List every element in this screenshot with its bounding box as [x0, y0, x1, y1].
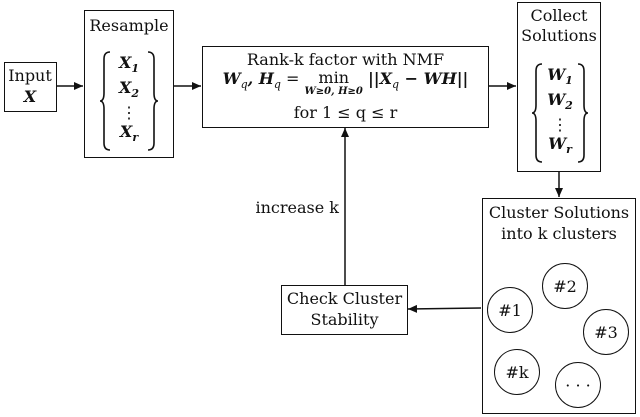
collect-box: Collect Solutions W1 W2 ⋮ Wr — [517, 2, 601, 172]
cluster-circle-k: #k — [494, 349, 540, 395]
nmf-constraint: W≥0, H≥0 — [304, 86, 363, 97]
input-box: Input X — [4, 62, 57, 112]
resample-box: Resample X1 X2 ⋮ Xr — [84, 10, 174, 158]
input-symbol: X — [23, 87, 37, 106]
resample-title: Resample — [89, 16, 169, 35]
collect-right-brace — [577, 63, 589, 163]
collect-item-dots: ⋮ — [552, 115, 568, 135]
collect-item-r: Wr — [548, 134, 572, 157]
nmf-equation: Wq, Hq = min W≥0, H≥0 ||Xq − WH|| — [222, 68, 469, 97]
resample-item-1: X1 — [118, 53, 140, 76]
collect-left-brace — [531, 63, 543, 163]
collect-vector: W1 W2 ⋮ Wr — [543, 65, 577, 160]
nmf-box: Rank-k factor with NMF Wq, Hq = min W≥0,… — [202, 46, 489, 128]
check-stability-box: Check Cluster Stability — [281, 285, 408, 335]
collect-item-1: W1 — [547, 65, 573, 88]
input-label: Input — [8, 66, 52, 85]
collect-title-2: Solutions — [521, 26, 597, 45]
resample-item-r: Xr — [119, 122, 139, 145]
cluster-box: Cluster Solutions into k clusters #1 #2 … — [482, 198, 636, 414]
cluster-circle-3: #3 — [583, 309, 629, 355]
collect-item-2: W2 — [547, 90, 573, 113]
nmf-title: Rank-k factor with NMF — [246, 50, 445, 69]
check-title-1: Check Cluster — [286, 289, 403, 308]
arrow-cluster-to-check — [407, 304, 482, 313]
resample-item-2: X2 — [118, 78, 140, 101]
resample-right-brace — [147, 51, 159, 151]
nmf-range: for 1 ≤ q ≤ r — [293, 103, 398, 122]
resample-item-dots: ⋮ — [121, 103, 137, 123]
check-title-2: Stability — [310, 310, 379, 329]
increase-k-label: increase k — [255, 198, 340, 217]
resample-vector: X1 X2 ⋮ Xr — [113, 53, 145, 148]
resample-left-brace — [99, 51, 111, 151]
cluster-title-1: Cluster Solutions — [488, 203, 630, 222]
cluster-title-2: into k clusters — [501, 224, 617, 243]
cluster-circle-1: #1 — [487, 287, 533, 333]
collect-title-1: Collect — [530, 6, 588, 25]
cluster-circle-more: · · · — [555, 362, 601, 408]
nmf-min: min — [318, 68, 349, 87]
cluster-circle-2: #2 — [542, 263, 588, 309]
